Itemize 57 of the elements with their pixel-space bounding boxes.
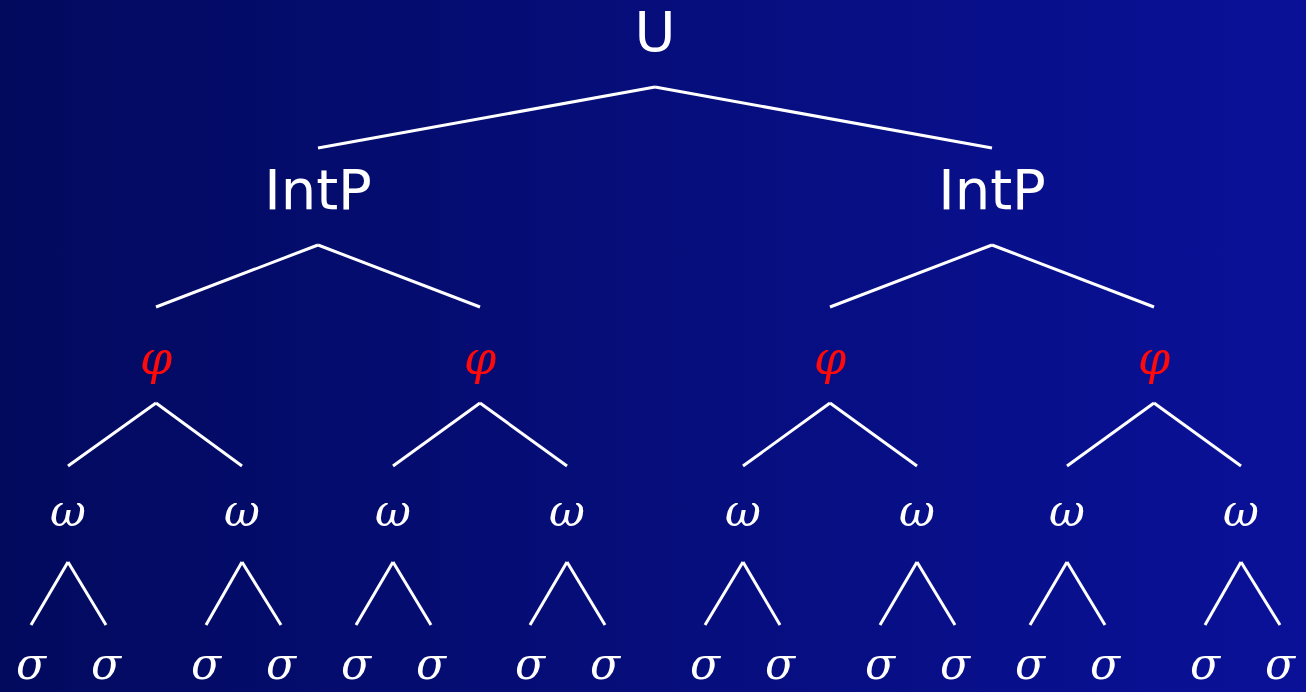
tree-branch (741, 561, 782, 626)
syllable-label: σ (414, 641, 448, 686)
syllable-label: σ (1263, 641, 1297, 686)
tree-branch (915, 561, 957, 626)
tree-branch (204, 561, 244, 626)
tree-branch (829, 243, 993, 309)
intonation-phrase-label: IntP (263, 162, 373, 219)
tree-branch (66, 561, 108, 626)
syllable-label: σ (863, 641, 897, 686)
syllable-label: σ (688, 641, 722, 686)
tree-branch (878, 561, 919, 626)
syllable-label: σ (513, 641, 547, 686)
tree-branch (1153, 401, 1242, 468)
tree-branch (528, 561, 569, 626)
tree-branch (1028, 561, 1069, 626)
tree-branch (317, 85, 656, 150)
tree-branch (479, 401, 568, 468)
tree-branch (67, 401, 157, 468)
tree-branch (703, 561, 745, 626)
prosodic-word-label: ω (223, 488, 261, 533)
syllable-label: σ (1013, 641, 1047, 686)
prosodic-word-label: ω (1048, 488, 1086, 533)
syllable-label: σ (339, 641, 373, 686)
syllable-label: σ (1088, 641, 1122, 686)
tree-branch (354, 561, 395, 626)
tree-branch (1239, 561, 1282, 626)
tree-branch (1065, 561, 1107, 626)
tree-branch (155, 401, 243, 468)
tree-branch (392, 401, 481, 468)
tree-branch (565, 561, 607, 626)
syllable-label: σ (938, 641, 972, 686)
tree-branch (829, 401, 918, 468)
prosodic-word-label: ω (724, 488, 762, 533)
tree-branch (391, 561, 433, 626)
prosodic-word-label: ω (1222, 488, 1260, 533)
tree-branch (1066, 401, 1155, 468)
syllable-label: σ (89, 641, 123, 686)
utterance-label: U (633, 4, 677, 61)
tree-branch (240, 561, 283, 626)
syllable-label: σ (189, 641, 223, 686)
prosodic-word-label: ω (898, 488, 936, 533)
syllable-label: σ (1188, 641, 1222, 686)
prosodic-word-label: ω (49, 488, 87, 533)
tree-branch (155, 243, 319, 309)
syllable-label: σ (14, 641, 48, 686)
tree-branch (654, 85, 993, 150)
tree-branch (991, 243, 1155, 309)
prosodic-word-label: ω (374, 488, 412, 533)
intonation-phrase-label: IntP (937, 162, 1047, 219)
tree-branch (1203, 561, 1243, 626)
syllable-label: σ (763, 641, 797, 686)
tree-branch (29, 561, 70, 626)
tree-branch (317, 243, 481, 309)
syllable-label: σ (588, 641, 622, 686)
tree-branch (742, 401, 831, 468)
syllable-label: σ (264, 641, 298, 686)
prosodic-word-label: ω (548, 488, 586, 533)
